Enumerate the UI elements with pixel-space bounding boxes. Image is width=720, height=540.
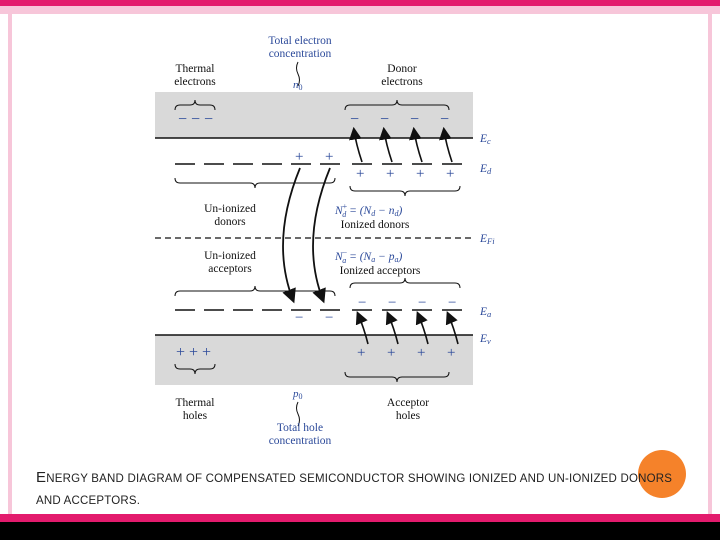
top-accent-stripe bbox=[0, 0, 720, 6]
svg-text:−: − bbox=[448, 295, 456, 311]
left-frame-border bbox=[8, 14, 12, 514]
ionized-donors-formula: N+d = (Nd − nd) bbox=[334, 202, 402, 219]
unionized-donors-label-line2: donors bbox=[214, 216, 246, 228]
ionized-acceptors-formula: N−a = (Na − pa) bbox=[334, 248, 402, 265]
energy-band-diagram: Total electron concentration n0 Thermal … bbox=[155, 35, 495, 447]
total-electron-label-line2: concentration bbox=[269, 48, 332, 60]
total-electron-label-line1: Total electron bbox=[268, 35, 332, 47]
ionized-acceptor-signs: − − − − bbox=[358, 295, 456, 311]
donor-excitation-arrows bbox=[349, 126, 453, 163]
donor-electrons-brace bbox=[344, 99, 450, 111]
svg-text:+: + bbox=[357, 345, 365, 361]
svg-text:−: − bbox=[295, 310, 303, 326]
unionized-donors-label-line1: Un-ionized bbox=[204, 203, 256, 215]
ionized-acceptors-brace bbox=[349, 277, 461, 289]
acceptor-holes-brace bbox=[344, 371, 450, 383]
svg-text:+: + bbox=[295, 149, 303, 165]
acceptor-excitation-arrows bbox=[355, 311, 459, 345]
ed-label: Ed bbox=[479, 163, 492, 176]
svg-text:+: + bbox=[447, 345, 455, 361]
svg-text:+: + bbox=[416, 166, 424, 182]
thermal-electron-marks: − − − bbox=[178, 111, 213, 128]
total-hole-label-line1: Total hole bbox=[277, 422, 323, 434]
svg-text:−: − bbox=[325, 310, 333, 326]
total-hole-label-line2: concentration bbox=[269, 435, 332, 447]
svg-text:−: − bbox=[358, 295, 366, 311]
top-accent-stripe-light bbox=[0, 6, 720, 14]
unionized-acceptors-brace bbox=[174, 285, 336, 297]
thermal-holes-label-line1: Thermal bbox=[176, 397, 215, 409]
svg-text:+: + bbox=[387, 345, 395, 361]
thermal-hole-marks: + + + bbox=[176, 344, 211, 361]
svg-text:+: + bbox=[417, 345, 425, 361]
ev-label: Ev bbox=[479, 333, 491, 346]
svg-text:+: + bbox=[386, 166, 394, 182]
total-electron-brace bbox=[296, 61, 300, 87]
svg-text:+: + bbox=[446, 166, 454, 182]
thermal-holes-brace bbox=[174, 363, 216, 375]
bottom-accent-stripe bbox=[0, 514, 720, 522]
decorative-orange-circle bbox=[638, 450, 686, 498]
thermal-electrons-label-line1: Thermal bbox=[176, 63, 215, 75]
ionized-donor-signs: + + + + bbox=[356, 166, 454, 182]
unionized-acceptors-label-line2: acceptors bbox=[208, 263, 252, 275]
svg-text:−: − bbox=[410, 111, 419, 128]
svg-text:+: + bbox=[356, 166, 364, 182]
acceptor-holes-label-line2: holes bbox=[396, 410, 421, 422]
svg-text:−: − bbox=[380, 111, 389, 128]
ea-label: Ea bbox=[479, 306, 491, 319]
unionized-acceptors-label-line1: Un-ionized bbox=[204, 250, 256, 262]
n0-label: n0 bbox=[293, 79, 303, 92]
unionized-donors-brace bbox=[174, 177, 336, 189]
compensation-arrows bbox=[282, 167, 331, 304]
acceptor-holes-label-line1: Acceptor bbox=[387, 397, 429, 409]
svg-text:+: + bbox=[325, 149, 333, 165]
donor-plus-upper: + + bbox=[295, 149, 333, 165]
donor-electrons-label-line2: electrons bbox=[381, 76, 423, 88]
ionized-donors-label: Ionized donors bbox=[341, 219, 410, 231]
svg-text:−: − bbox=[418, 295, 426, 311]
donor-electron-signs: − − − − bbox=[350, 111, 449, 128]
thermal-electrons-label-line2: electrons bbox=[174, 76, 216, 88]
svg-text:−: − bbox=[388, 295, 396, 311]
ionized-donors-brace bbox=[349, 185, 461, 197]
ionized-acceptors-label: Ionized acceptors bbox=[340, 265, 421, 277]
total-hole-brace bbox=[296, 401, 300, 427]
thermal-holes-label-line2: holes bbox=[183, 410, 208, 422]
thermal-electrons-brace bbox=[174, 99, 216, 111]
compensated-acceptor-signs: − − bbox=[295, 310, 333, 326]
p0-label: p0 bbox=[292, 388, 303, 401]
bottom-black-bar bbox=[0, 522, 720, 540]
svg-text:−: − bbox=[350, 111, 359, 128]
right-frame-border bbox=[708, 14, 712, 514]
ec-label: Ec bbox=[479, 133, 491, 146]
svg-text:−: − bbox=[440, 111, 449, 128]
donor-electrons-label-line1: Donor bbox=[387, 63, 417, 75]
figure-caption: Energy band diagram of compensated semic… bbox=[36, 469, 673, 507]
efi-label: EFi bbox=[479, 233, 495, 246]
acceptor-hole-signs: + + + + bbox=[357, 345, 455, 361]
